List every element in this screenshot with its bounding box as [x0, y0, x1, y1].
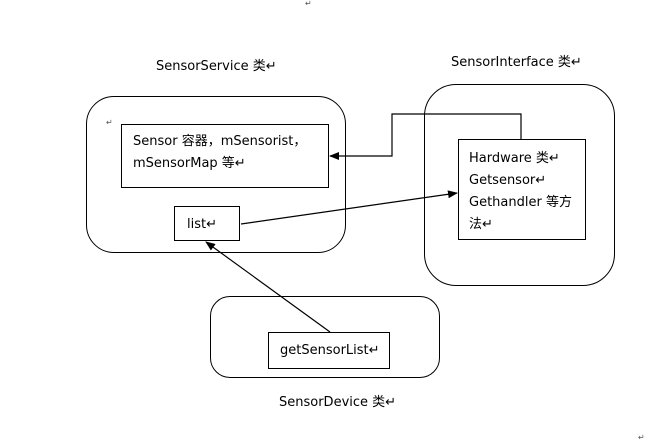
sensor-interface-group: [424, 84, 615, 286]
hardware-line-2: Getsensor↵: [469, 173, 547, 188]
get-sensor-list-box: getSensorList↵: [268, 332, 390, 369]
hardware-line-4: 法↵: [469, 217, 493, 232]
hardware-line-3: Gethandler 等方: [469, 195, 572, 210]
hardware-line-1: Hardware 类↵: [469, 151, 560, 166]
list-label: list↵: [187, 217, 217, 232]
sensor-container-box: Sensor 容器，mSensorist， mSensorMap 等↵: [121, 124, 329, 188]
list-box: list↵: [174, 206, 240, 241]
sensor-container-line-1: Sensor 容器，mSensorist，: [133, 134, 307, 149]
hardware-box: Hardware 类↵ Getsensor↵ Gethandler 等方 法↵: [458, 139, 586, 240]
sensor-service-title: SensorService 类↵: [156, 59, 277, 74]
sensor-interface-title: SensorInterface 类↵: [451, 55, 582, 70]
paragraph-mark-service: ↵: [106, 118, 113, 127]
get-sensor-list-label: getSensorList↵: [280, 343, 380, 358]
paragraph-mark-top: ↵: [305, 0, 312, 8]
sensor-device-title: SensorDevice 类↵: [279, 395, 397, 410]
paragraph-mark-corner: ↵: [638, 433, 645, 442]
sensor-container-line-2: mSensorMap 等↵: [133, 156, 246, 171]
